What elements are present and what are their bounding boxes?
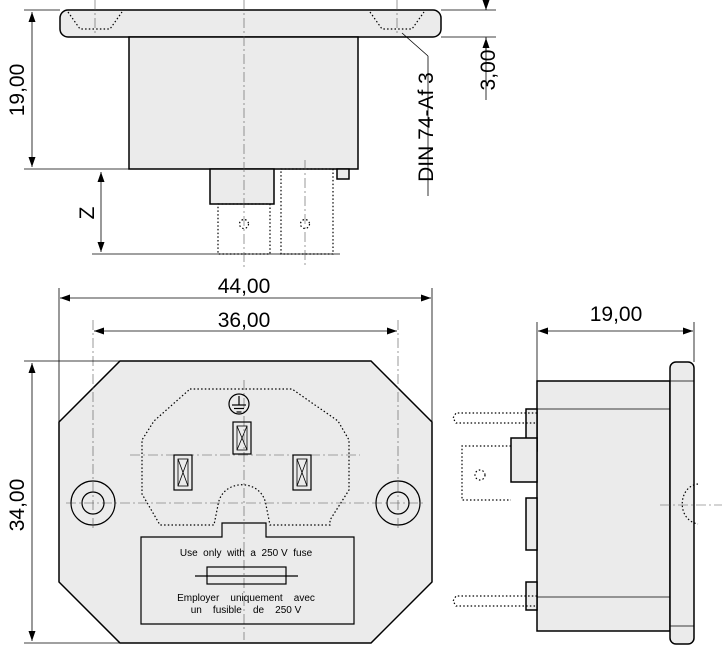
top-body [128,36,359,170]
label-french-line1: Employer uniquement avec [177,593,315,604]
side-terminal-upper [452,412,537,424]
front-flange [58,360,433,644]
top-terminal-left-hole [238,218,250,230]
dim-side-depth: 19,00 [590,303,643,326]
earth-ground-icon [228,393,250,415]
top-terminal-right-hole [299,218,311,230]
dim-hole-spacing: 36,00 [218,309,271,332]
fuse-drawer [140,522,355,625]
side-view: 19,00 [452,303,722,645]
screw-standard-label: DIN 74-Af 3 [415,72,438,182]
side-terminal-middle [461,445,511,501]
top-flange [59,9,442,38]
dim-flange: 3,00 [477,50,500,91]
label-french-line2: un fusible de 250 V [191,605,302,616]
label-english: Use only with a 250 V fuse [180,548,313,559]
front-view: Use only with a 250 V fuse Employer uniq… [6,275,433,644]
top-small-tab [336,168,350,180]
top-fuse-holder [209,168,275,205]
fuse-icon [195,566,298,585]
pin-slot-left [173,454,193,491]
dim-terminal-length: Z [76,206,99,219]
top-view: 19,00 Z 3,00 DIN 74-Af 3 [6,0,500,270]
dim-overall-width: 44,00 [218,275,271,298]
dim-overall-height: 34,00 [6,479,29,532]
inlet-socket-outline [141,388,350,526]
pin-slot-right [292,454,312,491]
dim-top-height: 19,00 [6,64,29,117]
side-terminal-lower [452,595,537,607]
pin-slot-earth [232,421,252,455]
top-terminal-right [280,168,334,255]
side-body [536,380,671,632]
